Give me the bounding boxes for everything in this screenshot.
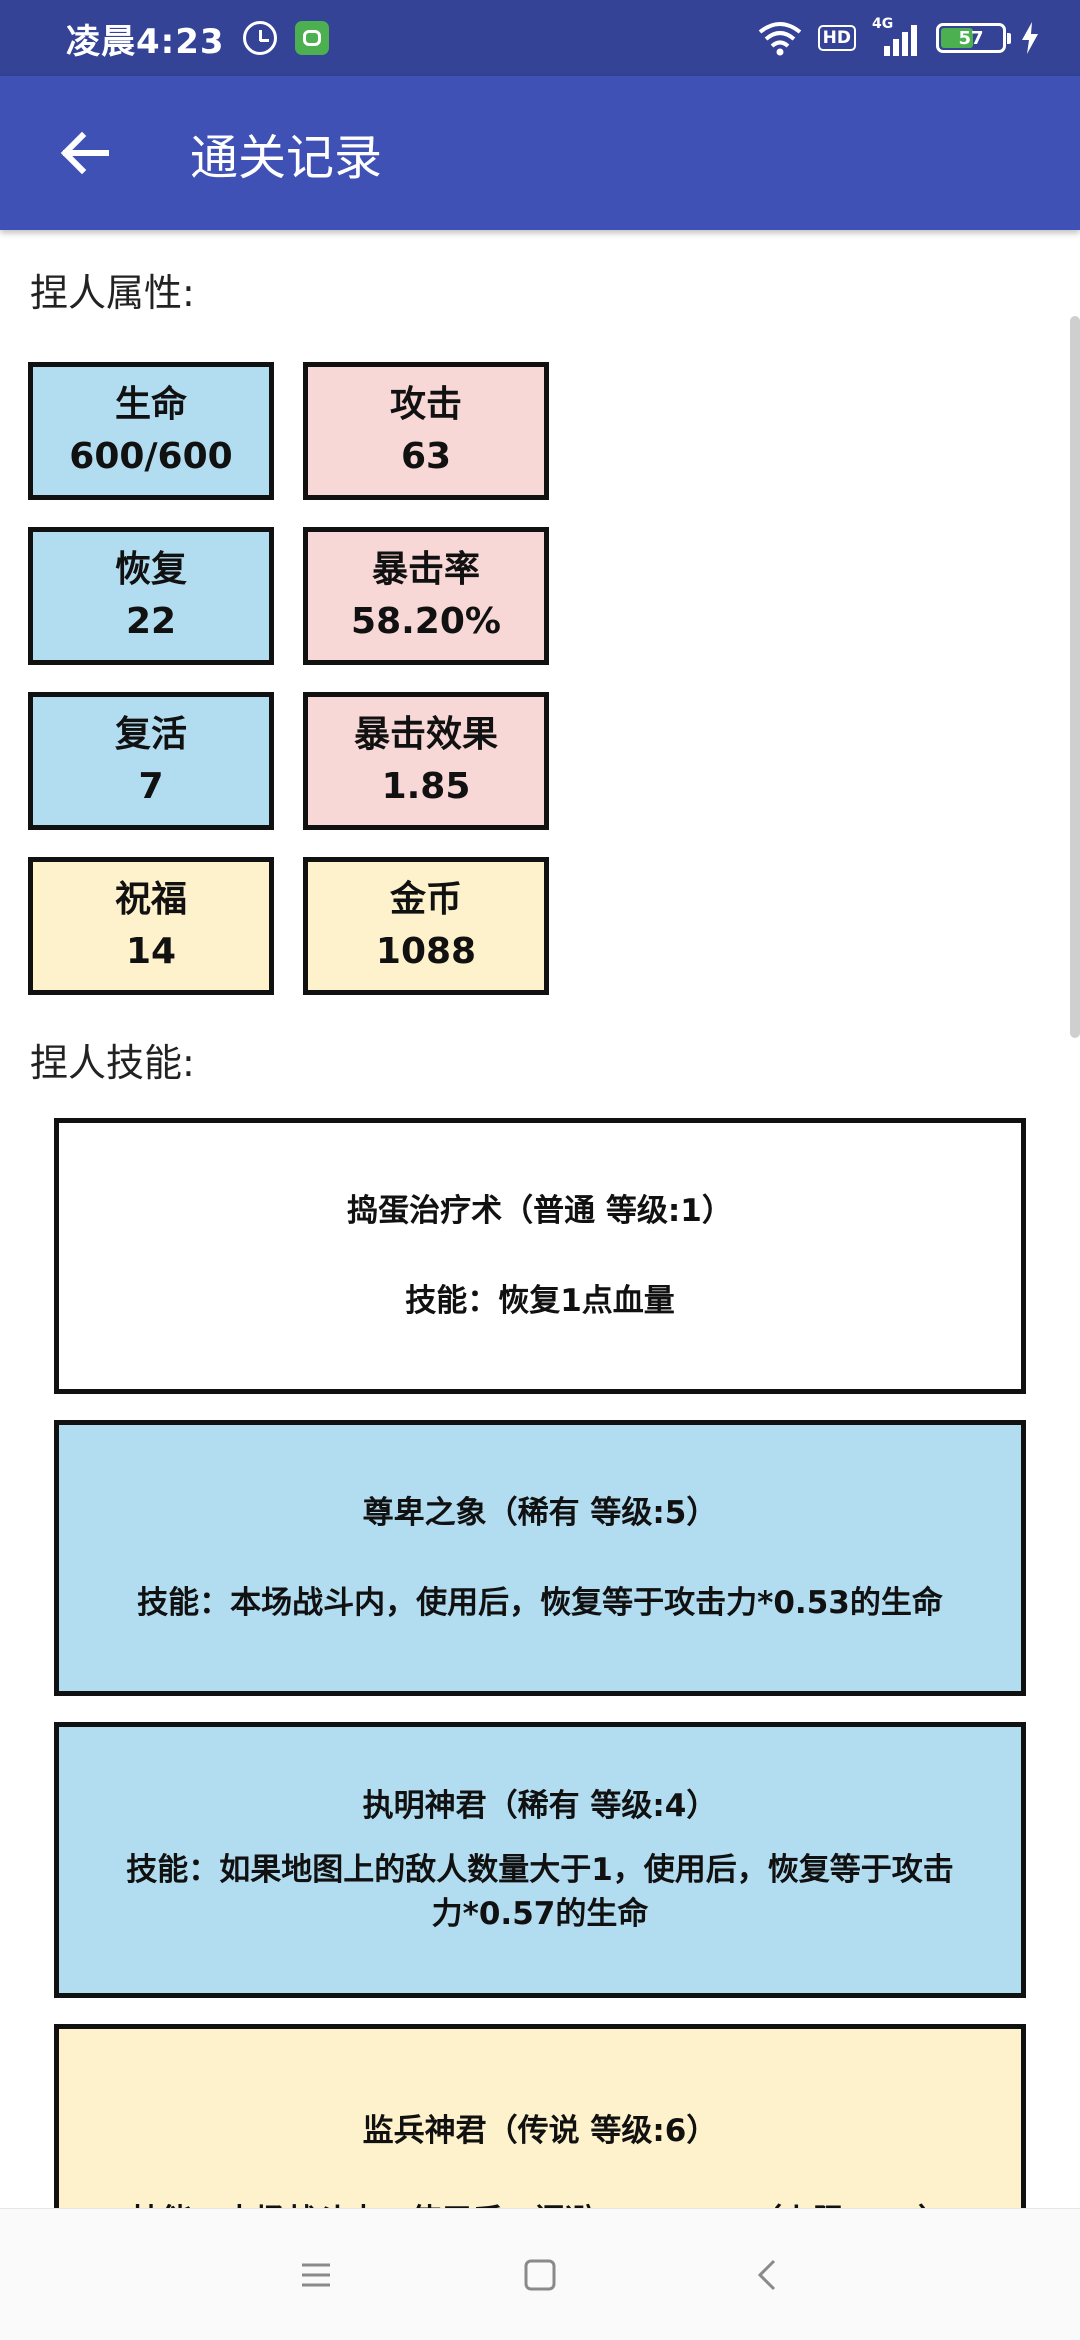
arrow-left-icon[interactable] bbox=[58, 127, 110, 179]
alarm-icon bbox=[242, 21, 277, 55]
attributes-label: 捏人属性: bbox=[30, 271, 195, 315]
nav-home-button[interactable] bbox=[510, 2245, 570, 2305]
stat-box: 祝福 14 bbox=[28, 857, 274, 995]
skill-description: 技能：本场战斗内，使用后，恢复等于攻击力*0.53的生命 bbox=[137, 1585, 943, 1621]
stat-value: 1088 bbox=[375, 931, 477, 972]
skill-card: 执明神君（稀有 等级:4） 技能：如果地图上的敌人数量大于1，使用后，恢复等于攻… bbox=[54, 1722, 1026, 1998]
stat-name: 金币 bbox=[389, 879, 462, 920]
stat-box: 暴击效果 1.85 bbox=[303, 692, 549, 830]
menu-icon bbox=[302, 2263, 330, 2287]
scroll-content[interactable]: 捏人属性: 生命 600/600 攻击 63 恢复 22 暴击率 58.20% … bbox=[0, 230, 1080, 2208]
stat-value: 1.85 bbox=[381, 766, 471, 807]
stat-box: 生命 600/600 bbox=[28, 362, 274, 500]
nav-back-button[interactable] bbox=[738, 2245, 798, 2305]
stat-value: 22 bbox=[125, 601, 177, 642]
stat-name: 攻击 bbox=[389, 384, 462, 425]
nav-menu-button[interactable] bbox=[286, 2245, 346, 2305]
skill-card: 尊卑之象（稀有 等级:5） 技能：本场战斗内，使用后，恢复等于攻击力*0.53的… bbox=[54, 1420, 1026, 1696]
skill-title: 捣蛋治疗术（普通 等级:1） bbox=[347, 1193, 733, 1229]
stat-name: 暴击效果 bbox=[353, 714, 498, 755]
network-type: 4G bbox=[872, 16, 894, 32]
stat-box: 金币 1088 bbox=[303, 857, 549, 995]
stat-name: 复活 bbox=[114, 714, 187, 755]
home-square-icon bbox=[524, 2259, 556, 2291]
skill-title: 监兵神君（传说 等级:6） bbox=[362, 2113, 718, 2149]
back-chevron-icon bbox=[757, 2259, 776, 2291]
skill-description: 技能：本场战斗内，使用后，闪避+15.75%（上限60%） bbox=[131, 2199, 949, 2208]
cellular-signal: 4G bbox=[870, 16, 922, 58]
hd-badge: HD bbox=[817, 25, 856, 51]
stat-box: 攻击 63 bbox=[303, 362, 549, 500]
stat-box: 恢复 22 bbox=[28, 527, 274, 665]
scrollbar[interactable] bbox=[1070, 316, 1080, 1038]
stat-name: 生命 bbox=[114, 384, 187, 425]
page-title: 通关记录 bbox=[190, 130, 383, 186]
battery-fill bbox=[941, 28, 974, 48]
wifi-icon bbox=[758, 22, 801, 56]
battery-level: 57 bbox=[958, 27, 984, 49]
skill-card: 捣蛋治疗术（普通 等级:1） 技能：恢复1点血量 bbox=[54, 1118, 1026, 1394]
skill-description: 技能：如果地图上的敌人数量大于1，使用后，恢复等于攻击力*0.57的生命 bbox=[126, 1852, 954, 1932]
stat-value: 14 bbox=[125, 931, 177, 972]
stat-box: 复活 7 bbox=[28, 692, 274, 830]
skill-card: 监兵神君（传说 等级:6） 技能：本场战斗内，使用后，闪避+15.75%（上限6… bbox=[54, 2024, 1026, 2208]
skill-title: 执明神君（稀有 等级:4） bbox=[362, 1788, 718, 1824]
signal-bars-icon bbox=[884, 25, 917, 56]
stat-name: 暴击率 bbox=[371, 549, 480, 590]
stat-name: 祝福 bbox=[114, 879, 187, 920]
stat-value: 600/600 bbox=[69, 436, 233, 477]
status-bar: 凌晨4:23 HD 4G 57 bbox=[0, 0, 1080, 76]
stat-box: 暴击率 58.20% bbox=[303, 527, 549, 665]
app-bar: 通关记录 bbox=[0, 76, 1080, 230]
skills-label: 捏人技能: bbox=[30, 1041, 195, 1085]
system-nav-bar bbox=[0, 2208, 1080, 2340]
app-notification-icon bbox=[294, 21, 329, 55]
charging-icon bbox=[1022, 22, 1038, 54]
skill-description: 技能：恢复1点血量 bbox=[405, 1283, 675, 1319]
stat-value: 63 bbox=[400, 436, 452, 477]
stat-value: 7 bbox=[138, 766, 164, 807]
stat-name: 恢复 bbox=[114, 549, 187, 590]
status-time: 凌晨4:23 bbox=[66, 21, 225, 62]
skill-title: 尊卑之象（稀有 等级:5） bbox=[362, 1495, 718, 1531]
battery-icon: 57 bbox=[936, 23, 1011, 53]
stat-value: 58.20% bbox=[351, 601, 501, 642]
